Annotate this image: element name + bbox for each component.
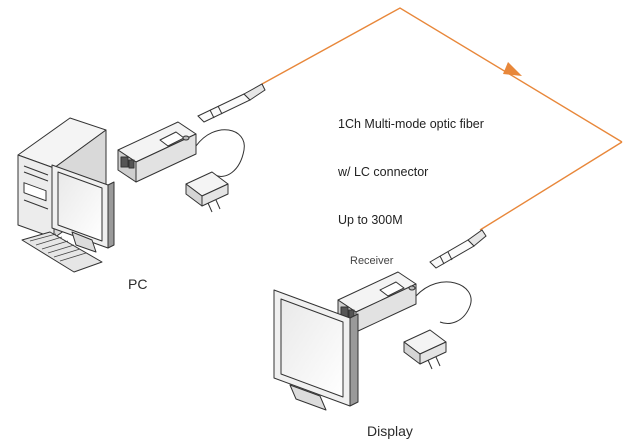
fiber-caption-line3: Up to 300M bbox=[338, 213, 403, 227]
fiber-caption-line1: 1Ch Multi-mode optic fiber bbox=[338, 117, 484, 131]
receiver-label: Receiver bbox=[350, 255, 394, 267]
display-monitor bbox=[273, 289, 359, 411]
pc-monitor bbox=[51, 164, 115, 253]
receiver-fiber-connector bbox=[429, 229, 487, 269]
transmitter-power-adapter bbox=[185, 171, 229, 213]
pc-keyboard bbox=[21, 231, 103, 273]
optic-fiber-cable bbox=[261, 7, 623, 231]
receiver-unit bbox=[337, 271, 417, 333]
transmitter-unit bbox=[117, 121, 197, 183]
transmitter-power-cable bbox=[195, 129, 245, 177]
pc-label: PC bbox=[128, 276, 148, 292]
fiber-caption: 1Ch Multi-mode optic fiber w/ LC connect… bbox=[338, 84, 484, 244]
display-label: Display bbox=[367, 423, 413, 439]
fiber-upper-segment bbox=[261, 7, 623, 143]
receiver-power-cable bbox=[415, 281, 472, 324]
transmitter-fiber-connector bbox=[197, 83, 266, 123]
fiber-caption-line2: w/ LC connector bbox=[338, 165, 429, 179]
receiver-power-adapter bbox=[403, 329, 447, 370]
fiber-direction-arrow bbox=[503, 62, 522, 76]
fiber-lower-segment bbox=[479, 141, 623, 231]
